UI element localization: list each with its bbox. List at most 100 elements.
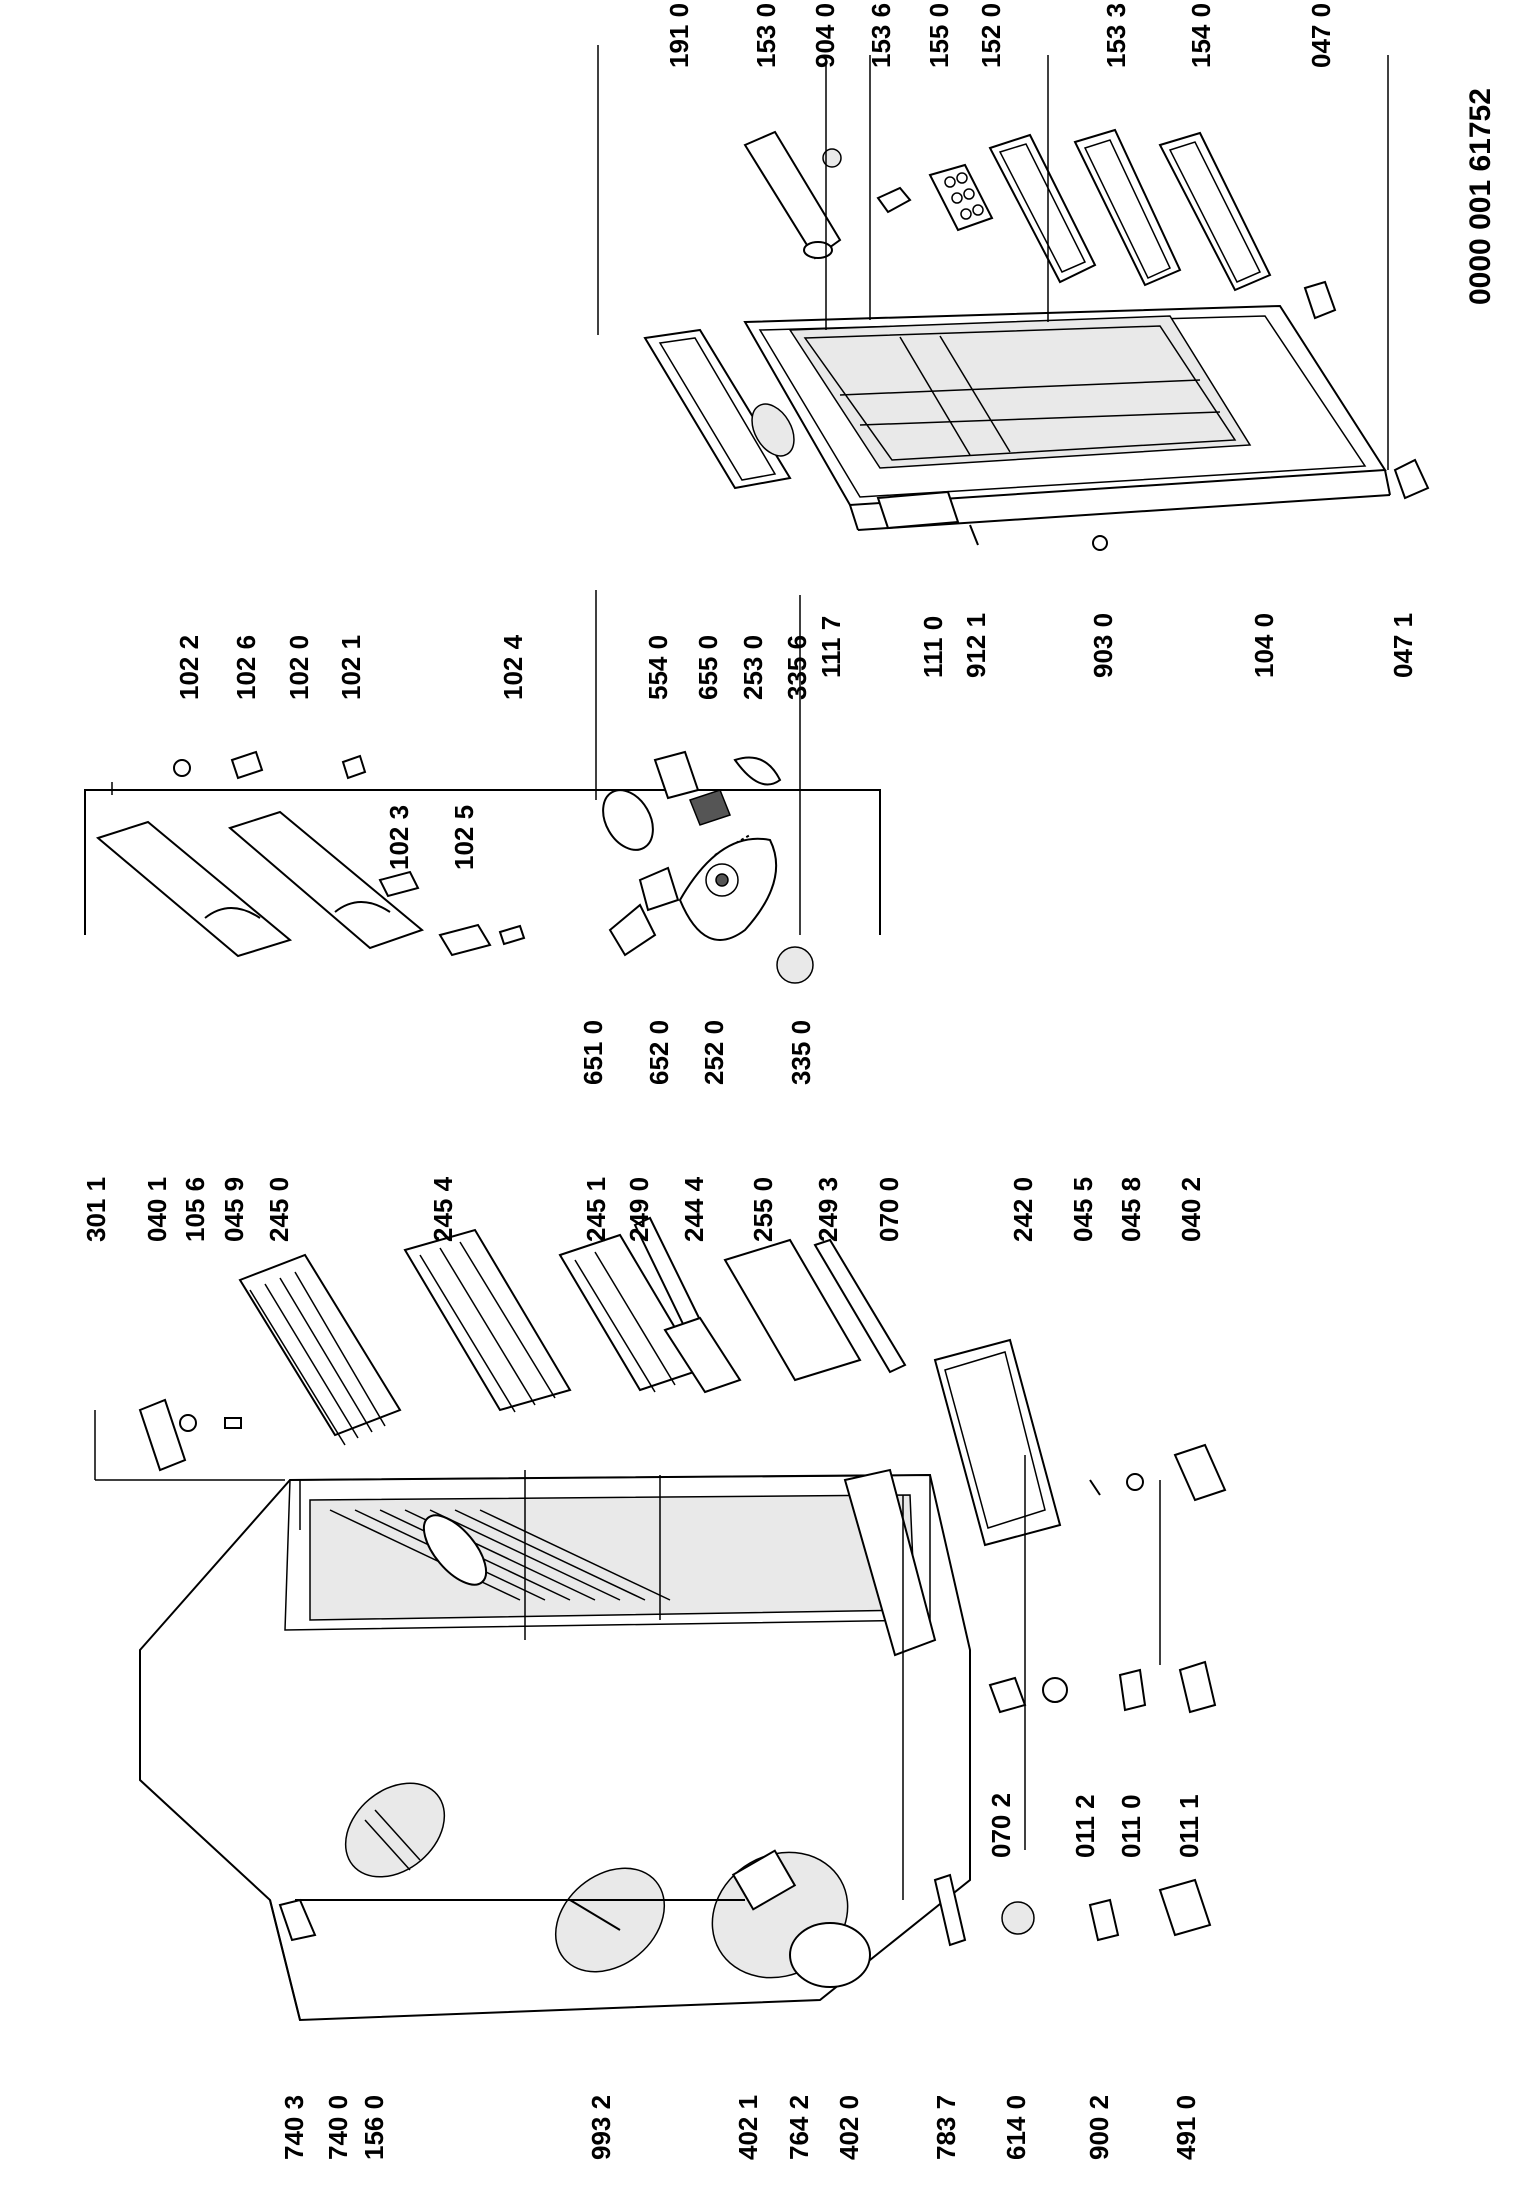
- door-shelf-154-0: [1158, 131, 1272, 292]
- label-652-0: 652 0: [644, 1020, 674, 1085]
- label-903-0: 903 0: [1088, 613, 1118, 678]
- foot-011-0: [1118, 1668, 1147, 1712]
- wire-shelf-245-0: [238, 1253, 402, 1446]
- label-153-0: 153 0: [751, 3, 781, 68]
- shelf-tab-102-4: [498, 924, 526, 946]
- shelf-trim-249-3: [813, 1238, 907, 1374]
- cabinet-thermostat: [422, 1514, 488, 1586]
- rear-condenser: [344, 1782, 446, 1878]
- label-040-1: 040 1: [142, 1177, 172, 1242]
- label-245-4: 245 4: [428, 1176, 458, 1242]
- label-111-0: 111 0: [918, 616, 948, 678]
- knob-shaft: [689, 789, 731, 826]
- label-191-0: 191 0: [664, 3, 694, 68]
- label-764-2: 764 2: [784, 2095, 814, 2160]
- glass-cover-255-0: [723, 1238, 862, 1382]
- label-904-0: 904 0: [810, 3, 840, 68]
- label-070-2: 070 2: [986, 1793, 1016, 1858]
- cap-904-0: [822, 148, 842, 168]
- label-047-0: 047 0: [1306, 3, 1336, 68]
- label-154-0: 154 0: [1186, 3, 1216, 68]
- clip-153-6: [876, 186, 912, 214]
- thermostat-housing: [678, 837, 778, 941]
- knob-335-0: [776, 946, 814, 984]
- door-assembly: [643, 128, 1430, 551]
- foot-011-1: [1178, 1660, 1217, 1714]
- label-335-0: 335 0: [786, 1020, 816, 1085]
- clip-102-6: [230, 750, 264, 780]
- label-402-1: 402 1: [733, 2095, 763, 2160]
- cover-070-2: [988, 1676, 1027, 1714]
- wire-shelf-245-4: [403, 1228, 572, 1413]
- label-244-4: 244 4: [679, 1176, 709, 1242]
- label-335-6: 335 6: [782, 635, 812, 700]
- label-912-1: 912 1: [961, 613, 991, 678]
- label-045-8: 045 8: [1116, 1177, 1146, 1242]
- label-102-4: 102 4: [498, 634, 528, 700]
- label-047-1: 047 1: [1388, 613, 1418, 678]
- clip-102-2: [173, 759, 191, 777]
- label-040-2: 040 2: [1176, 1177, 1206, 1242]
- label-045-9: 045 9: [219, 1177, 249, 1242]
- label-242-0: 242 0: [1008, 1177, 1038, 1242]
- label-011-1: 011 1: [1174, 1794, 1204, 1858]
- label-105-6: 105 6: [180, 1177, 210, 1242]
- clip-102-1: [341, 754, 367, 780]
- label-249-3: 249 3: [813, 1177, 843, 1242]
- label-245-1: 245 1: [581, 1177, 611, 1242]
- label-740-3: 740 3: [279, 2095, 309, 2160]
- pin-903-0: [1092, 535, 1108, 551]
- pin-045-9: [224, 1417, 242, 1429]
- label-111-7: 111 7: [816, 616, 846, 678]
- label-153-6: 153 6: [866, 3, 896, 68]
- door-shelf-153-3: [1073, 128, 1182, 287]
- label-301-1: 301 1: [81, 1177, 111, 1242]
- screw-045-8: [1126, 1473, 1144, 1491]
- label-651-0: 651 0: [578, 1020, 608, 1085]
- label-245-0: 245 0: [264, 1177, 294, 1242]
- label-783-7: 783 7: [931, 2095, 961, 2160]
- cabinet-liner: [309, 1494, 916, 1621]
- label-155-0: 155 0: [924, 3, 954, 68]
- screw-045-5: [1089, 1479, 1101, 1496]
- hinge-cover-047-0: [1303, 280, 1337, 320]
- label-011-0: 011 0: [1116, 1794, 1146, 1858]
- door-gasket: [643, 328, 792, 490]
- label-102-1: 102 1: [336, 635, 366, 700]
- label-102-5: 102 5: [449, 805, 479, 870]
- foot-740-3: [278, 1898, 317, 1942]
- door-bar-153-0: [743, 130, 842, 260]
- shelf-label-102-5: [438, 923, 492, 957]
- foot-011-2: [1042, 1677, 1068, 1703]
- cap-105-6: [179, 1414, 197, 1432]
- shelf-trim-102-3: [378, 870, 420, 898]
- label-102-6: 102 6: [231, 635, 261, 700]
- label-491-0: 491 0: [1171, 2095, 1201, 2160]
- label-993-2: 993 2: [586, 2095, 616, 2160]
- label-011-2: 011 2: [1070, 1794, 1100, 1858]
- egg-tray: [928, 163, 994, 232]
- label-153-3: 153 3: [1101, 3, 1131, 68]
- compressor-area: [711, 1849, 871, 1988]
- crisper-drawer-242-0: [933, 1338, 1062, 1547]
- lamp-socket: [653, 750, 700, 800]
- relay-614-0: [1001, 1901, 1035, 1935]
- label-104-0: 104 0: [1249, 613, 1279, 678]
- label-070-0: 070 0: [874, 1177, 904, 1242]
- hinge-040-2: [1173, 1443, 1227, 1502]
- drain-tube-993: [554, 1867, 666, 1973]
- document-number: 0000 001 61752: [1464, 88, 1497, 305]
- label-255-0: 255 0: [748, 1177, 778, 1242]
- screw-912-1: [969, 524, 979, 546]
- door-shelf-152-0: [988, 133, 1097, 284]
- hinge-cover-047-1: [1393, 458, 1430, 500]
- cabinet: [139, 1468, 971, 2022]
- tube-783-7: [933, 1873, 967, 1947]
- label-252-0: 252 0: [699, 1020, 729, 1085]
- label-554-0: 554 0: [643, 635, 673, 700]
- label-152-0: 152 0: [976, 3, 1006, 68]
- shelf-panel-b: [227, 810, 425, 950]
- label-249-0: 249 0: [624, 1177, 654, 1242]
- label-614-0: 614 0: [1001, 2095, 1031, 2160]
